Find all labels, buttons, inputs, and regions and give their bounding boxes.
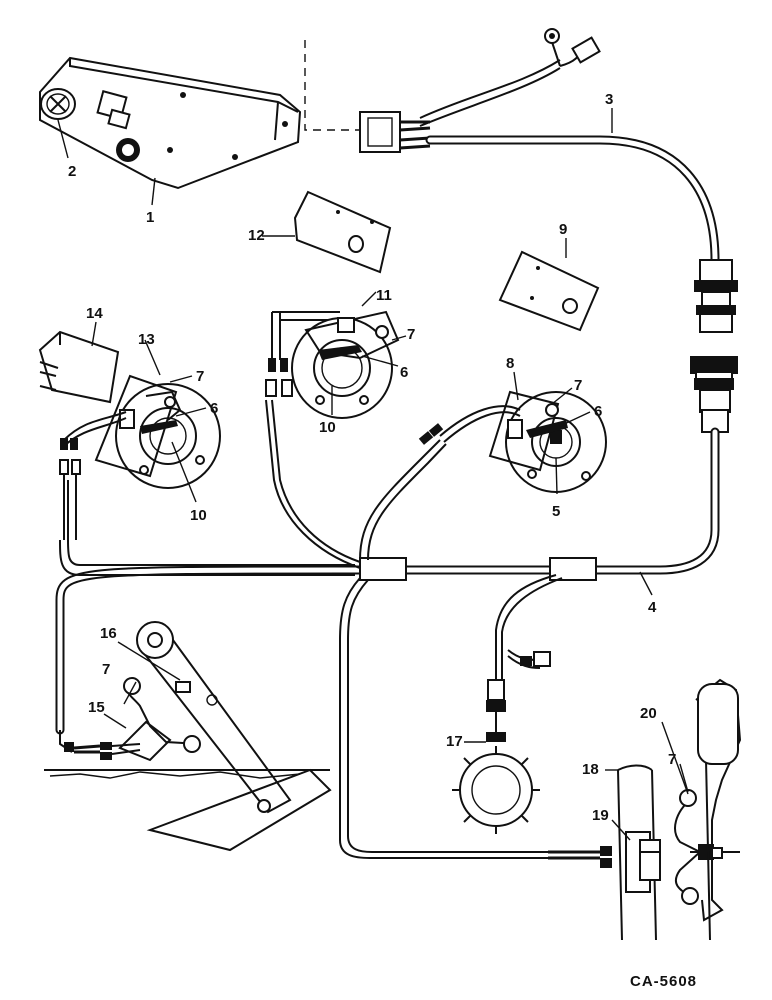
lever-20 (674, 678, 742, 941)
monitor-box (39, 56, 302, 190)
callout-7e: 7 (668, 751, 676, 768)
callout-1: 1 (146, 209, 154, 226)
drawing-id: CA-5608 (630, 973, 697, 990)
callout-17: 17 (446, 733, 463, 750)
branch-sensor-13 (67, 480, 355, 566)
callout-8: 8 (506, 355, 514, 372)
callout-10b: 10 (319, 419, 336, 436)
callout-10a: 10 (190, 507, 207, 524)
sensor-assembly-13 (59, 374, 221, 540)
arm-assembly-16 (44, 621, 332, 852)
callout-7d: 7 (102, 661, 110, 678)
branch-sensor-11 (271, 399, 361, 563)
sensor-assembly-11 (265, 310, 400, 419)
callout-18: 18 (582, 761, 599, 778)
callout-15: 15 (88, 699, 105, 716)
callout-3: 3 (605, 91, 613, 108)
sensor-15 (59, 677, 201, 762)
callout-16: 16 (100, 625, 117, 642)
callout-6b: 6 (400, 364, 408, 381)
callout-20: 20 (640, 705, 657, 722)
plate-12 (293, 190, 392, 274)
callout-9: 9 (559, 221, 567, 238)
callout-12: 12 (248, 227, 265, 244)
dashed-ground-lead (304, 40, 360, 131)
callout-2: 2 (68, 163, 76, 180)
branch-sensor-19 (339, 577, 600, 859)
callout-6a: 6 (210, 400, 218, 417)
sensor-19 (548, 831, 661, 893)
callout-7b: 7 (407, 326, 415, 343)
callout-4: 4 (648, 599, 657, 616)
branch-sensor-8 (359, 439, 441, 561)
callout-5: 5 (552, 503, 560, 520)
harness-connector-3 (359, 28, 601, 153)
plate-9 (498, 250, 600, 332)
cover-14 (38, 330, 120, 404)
callout-6c: 6 (594, 403, 602, 420)
callout-7a: 7 (196, 368, 204, 385)
callout-13: 13 (138, 331, 155, 348)
callout-11: 11 (376, 287, 392, 304)
callout-14: 14 (86, 305, 103, 322)
gear-sensor-17 (452, 649, 551, 834)
sensor-assembly-8 (418, 390, 607, 493)
branch-sensor-17 (495, 574, 557, 680)
callout-19: 19 (592, 807, 609, 824)
callout-7c: 7 (574, 377, 582, 394)
round-connector (690, 259, 738, 433)
